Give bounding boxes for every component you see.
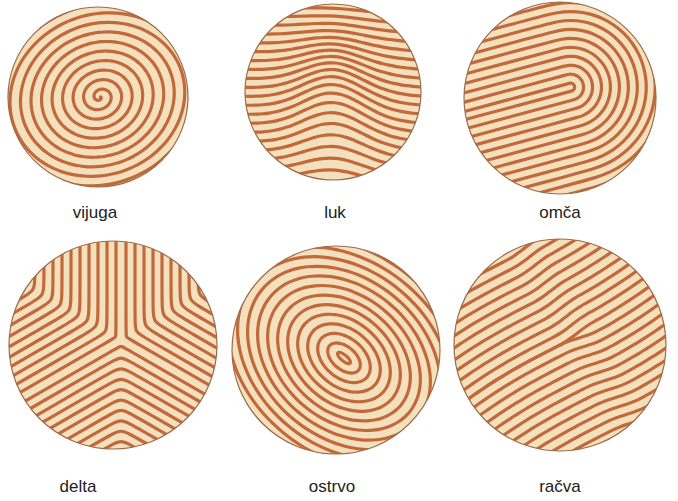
- pattern-label: omča: [539, 203, 581, 223]
- grain-line: [268, 285, 421, 430]
- grain-line: [207, 228, 480, 488]
- grain-line: [393, 38, 620, 178]
- grain-line: [187, 209, 500, 501]
- disc-outline: [464, 2, 656, 194]
- grain-disc: [351, 137, 678, 501]
- grain-line: [0, 110, 35, 380]
- grain-line: [0, 410, 277, 498]
- grain-line: [0, 400, 277, 488]
- grain-line: [0, 95, 8, 365]
- grain-line: [381, 0, 664, 222]
- disc-outline: [245, 4, 421, 180]
- grain-line: [376, 0, 678, 240]
- grain-line: [0, 421, 277, 501]
- grain-line: [0, 452, 277, 501]
- grain-lines: [0, 3, 195, 186]
- grain-line: [203, 221, 461, 234]
- grain-line: [203, 170, 461, 189]
- grain-line: [203, 113, 461, 144]
- grain-line: [0, 442, 277, 501]
- grain-line: [386, 12, 646, 205]
- grain-line: [0, 390, 277, 478]
- grain-line: [367, 0, 678, 274]
- grain-line: [473, 341, 678, 501]
- grain-line: [425, 256, 678, 431]
- grain-line: [499, 383, 678, 501]
- grain-lines: [351, 137, 678, 501]
- grain-line: [203, 44, 461, 63]
- grain-line: [203, 23, 461, 36]
- grain-line: [0, 105, 26, 375]
- grain-line: [0, 494, 277, 501]
- grain-line: [365, 0, 678, 283]
- grain-line: [0, 483, 277, 501]
- grain-line: [0, 3, 195, 186]
- grain-line: [0, 100, 17, 370]
- grain-line: [452, 307, 678, 474]
- grain-line: [425, 264, 678, 431]
- grain-line: [308, 324, 381, 392]
- grain-line: [383, 3, 655, 214]
- pattern-label: delta: [60, 477, 97, 497]
- grain-line: [228, 247, 461, 469]
- grain-line: [489, 366, 678, 501]
- grain-line: [0, 473, 277, 501]
- grain-line: [395, 47, 610, 170]
- grain-line: [0, 379, 277, 467]
- grain-line: [404, 83, 574, 135]
- grain-line: [374, 0, 678, 248]
- disc-ground: [9, 241, 217, 449]
- grain-line: [218, 238, 471, 479]
- grain-line: [338, 352, 351, 363]
- grain-line: [446, 298, 678, 465]
- grain-line: [379, 0, 673, 231]
- grain-line: [0, 121, 53, 391]
- grain-disc: [203, 0, 461, 233]
- grain-line: [0, 116, 44, 386]
- grain-disc: [0, 3, 195, 187]
- pattern-label: račva: [539, 477, 581, 497]
- grain-lines: [187, 209, 500, 501]
- grain-line: [0, 369, 277, 457]
- grain-lines: [203, 0, 461, 233]
- grain-line: [494, 375, 678, 501]
- grain-line: [468, 332, 678, 499]
- disc-outline: [9, 241, 217, 449]
- grain-line: [369, 0, 678, 266]
- grain-line: [328, 343, 361, 373]
- pattern-label: vijuga: [73, 203, 117, 223]
- grain-line: [0, 431, 277, 501]
- disc-outline: [454, 239, 666, 451]
- grain-line: [318, 333, 371, 382]
- grain-line: [203, 93, 461, 125]
- grain-line: [203, 181, 461, 197]
- grain-line: [390, 29, 628, 187]
- pattern-label: luk: [324, 203, 346, 223]
- grain-line: [372, 0, 678, 257]
- grain-line: [388, 20, 637, 196]
- grain-line: [197, 218, 490, 497]
- grain-line: [0, 462, 277, 501]
- grain-line: [483, 358, 678, 501]
- pattern-label: ostrvo: [309, 477, 355, 497]
- grain-disc: [187, 209, 500, 501]
- disc-outline: [8, 7, 188, 187]
- disc-outline: [232, 246, 440, 454]
- grain-line: [258, 276, 431, 440]
- grain-line: [203, 103, 461, 135]
